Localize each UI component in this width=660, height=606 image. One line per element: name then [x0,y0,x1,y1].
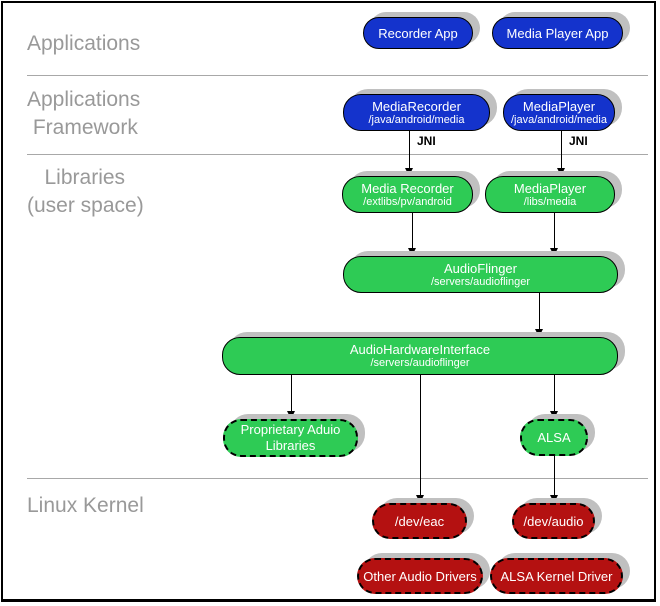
jni-label-left: JNI [417,134,436,148]
node-audioflinger-title: AudioFlinger [444,260,517,276]
node-mediarecorder-framework-path: /java/android/media [368,113,465,126]
node-alsa-kernel-driver: ALSA Kernel Driver [490,558,623,594]
divider-libraries-kernel [27,478,648,479]
connector-mediaplayer-jni [561,131,562,168]
connector-mediarecorder-jni [409,131,410,168]
section-label-applications: Applications [27,32,141,55]
jni-label-right: JNI [569,134,588,148]
connector-ahi-to-proprietary [291,375,292,411]
node-dev-audio: /dev/audio [512,503,595,539]
node-recorder-app: Recorder App [363,17,473,49]
node-audiohardwareinterface-title: AudioHardwareInterface [349,342,491,357]
connector-ahi-to-alsa [554,375,555,411]
arrowhead-recorder-to-audioflinger [408,248,416,256]
section-label-applications-framework: Applications Framework [27,86,140,142]
node-dev-eac-title: /dev/eac [394,513,445,529]
node-media-recorder-lib-title: Media Recorder [361,180,454,196]
connector-ahi-to-dev-eac [420,375,421,495]
node-mediaplayer-framework-title: MediaPlayer [522,98,596,114]
node-alsa-title: ALSA [537,430,571,445]
node-alsa: ALSA [520,419,588,456]
section-label-framework-line2: Framework [27,116,138,139]
connector-audioflinger-to-ahi [539,293,540,329]
node-mediaplayer-framework-path: /java/android/media [510,113,607,126]
node-proprietary-audio-libraries-title: Proprietary Aduio Libraries [240,422,341,453]
arrowhead-audioflinger-to-ahi [535,329,543,337]
node-alsa-kernel-driver-title: ALSA Kernel Driver [500,568,613,584]
section-label-libraries-user-space: Libraries (user space) [27,164,144,220]
node-mediaplayer-lib: MediaPlayer /libs/media [485,176,615,213]
node-media-player-app: Media Player App [492,17,623,49]
arrowhead-player-to-audioflinger [550,248,558,256]
node-proprietary-audio-libraries: Proprietary Aduio Libraries [223,419,358,457]
connector-alsa-to-dev-audio [554,456,555,495]
arrowhead-ahi-to-dev-eac [416,495,424,503]
node-other-audio-drivers: Other Audio Drivers [357,558,483,594]
node-mediarecorder-framework-title: MediaRecorder [372,98,461,114]
node-other-audio-drivers-title: Other Audio Drivers [363,568,477,584]
node-audioflinger: AudioFlinger /servers/audioflinger [343,256,618,293]
node-mediaplayer-framework: MediaPlayer /java/android/media [503,94,615,131]
node-mediaplayer-lib-path: /libs/media [523,195,577,208]
node-mediarecorder-framework: MediaRecorder /java/android/media [343,94,490,131]
node-dev-eac: /dev/eac [372,503,467,539]
node-media-player-app-title: Media Player App [506,25,609,41]
arrowhead-mediaplayer-jni [557,168,565,176]
node-audiohardwareinterface: AudioHardwareInterface /servers/audiofli… [222,337,618,375]
node-dev-audio-title: /dev/audio [523,513,584,529]
connector-player-to-audioflinger [554,213,555,248]
node-mediaplayer-lib-title: MediaPlayer [513,180,587,196]
connector-recorder-to-audioflinger [412,213,413,248]
divider-applications-framework [27,75,648,76]
node-audiohardwareinterface-path: /servers/audioflinger [370,357,470,369]
node-media-recorder-lib: Media Recorder /extlibs/pv/android [342,176,473,213]
arrowhead-ahi-to-alsa [550,411,558,419]
section-label-libraries-line2: (user space) [27,194,144,217]
node-recorder-app-title: Recorder App [378,25,458,41]
node-audioflinger-path: /servers/audioflinger [430,275,531,288]
divider-framework-libraries [27,154,648,155]
arrowhead-alsa-to-dev-audio [550,495,558,503]
arrowhead-ahi-to-proprietary [287,411,295,419]
section-label-linux-kernel: Linux Kernel [27,494,144,517]
section-label-libraries-line1: Libraries [27,166,126,189]
arrowhead-mediarecorder-jni [405,168,413,176]
node-media-recorder-lib-path: /extlibs/pv/android [363,195,452,208]
section-label-framework-line1: Applications [27,88,141,111]
